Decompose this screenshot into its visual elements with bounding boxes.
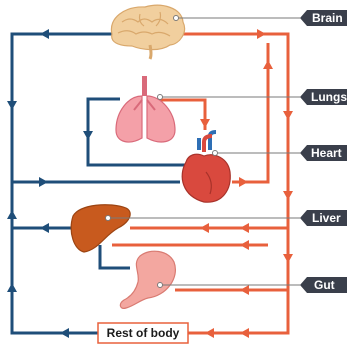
arrow-up-inner [263,60,273,69]
label-heart: Heart [300,145,347,161]
label-gut-text: Gut [314,278,335,292]
heart-illustration [182,132,230,202]
arrow-left-brain [40,29,49,39]
arrow-up-lower [7,283,17,292]
rest-of-body-box: Rest of body [98,323,188,343]
arrow-left-bottom [60,328,69,338]
aorta-inner-path [232,43,268,182]
arrow-left-liver-3 [240,240,249,250]
arrow-down-upper [7,101,17,110]
portal-vein-path [100,245,130,268]
arrow-right-heart-out [239,177,248,187]
arrow-right-brain [257,29,266,39]
arrow-down-heart [200,119,210,128]
arrow-up-mid [7,210,17,219]
arrow-right-heart [39,177,48,187]
gut-illustration [120,251,175,308]
arrow-left-gut [240,285,249,295]
arrow-left-liver-2 [200,223,209,233]
arrow-down-outer-1 [283,111,293,120]
label-heart-text: Heart [311,146,342,160]
arrow-down-outer-2 [283,191,293,200]
brain-illustration [111,5,184,59]
label-liver-text: Liver [312,211,341,225]
arrow-up-lungs [83,131,93,140]
arrow-left-liver-1 [240,223,249,233]
label-brain-text: Brain [312,11,343,25]
label-liver: Liver [300,210,347,226]
label-lungs: Lungs [300,89,347,105]
lungs-illustration [116,76,175,142]
arrow-down-outer-3 [283,254,293,263]
arrow-left-bottom-1 [240,328,249,338]
arrow-left-liver [40,223,49,233]
label-lungs-text: Lungs [311,90,347,104]
label-gut: Gut [300,277,347,293]
leader-dots [106,16,218,288]
rest-of-body-text: Rest of body [107,326,180,340]
label-brain: Brain [300,10,347,26]
arrow-left-bottom-2 [205,328,214,338]
